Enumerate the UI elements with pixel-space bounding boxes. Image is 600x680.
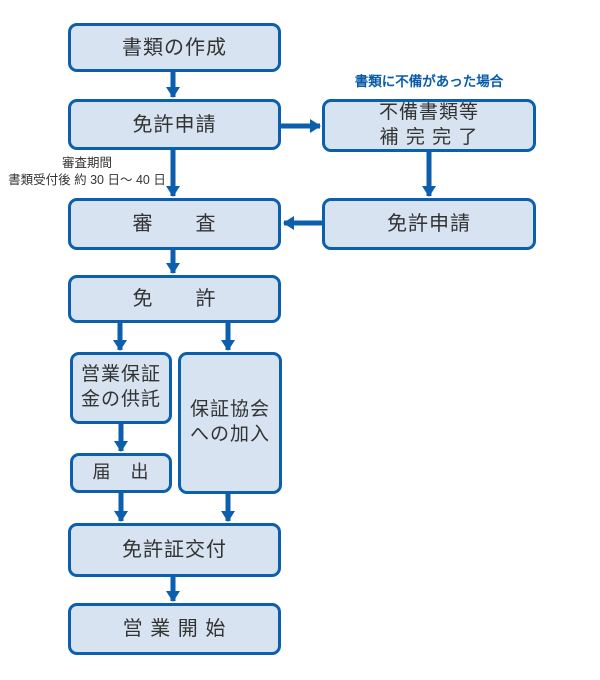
- node-deposit: 営業保証 金の供託: [70, 352, 172, 424]
- node-create-documents: 書類の作成: [68, 23, 281, 72]
- node-license-application: 免許申請: [68, 99, 281, 150]
- node-license: 免 許: [68, 275, 281, 323]
- node-notification: 届 出: [70, 453, 172, 493]
- node-examination: 審 査: [68, 198, 281, 250]
- node-incomplete-docs: 不備書類等 補 完 完 了: [322, 99, 536, 152]
- node-license-issuance: 免許証交付: [68, 523, 281, 577]
- node-reapplication: 免許申請: [322, 198, 536, 250]
- node-business-start: 営 業 開 始: [68, 603, 281, 655]
- incomplete-case-caption: 書類に不備があった場合: [354, 74, 504, 89]
- node-guarantee-association: 保証協会 への加入: [178, 352, 282, 494]
- review-period-caption: 審査期間 書類受付後 約 30 日～ 40 日: [8, 156, 166, 187]
